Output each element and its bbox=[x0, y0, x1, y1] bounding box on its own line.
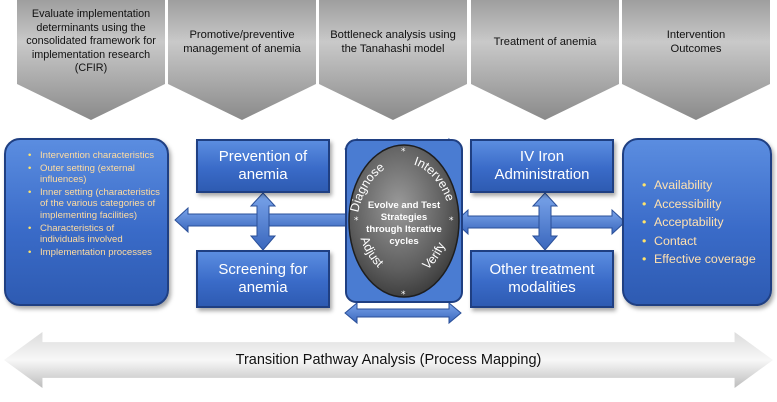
header-treatment-text: Treatment of anemia bbox=[493, 36, 597, 48]
outcomes-box: Availability Accessibility Acceptability… bbox=[622, 138, 772, 306]
prevention-box: Prevention of anemia bbox=[196, 139, 330, 193]
cycle-star: * bbox=[401, 290, 406, 300]
transition-pathway-label: Transition Pathway Analysis (Process Map… bbox=[235, 352, 542, 368]
outcome-item: Availability bbox=[642, 176, 762, 195]
cfir-item: Inner setting (characteristics of the va… bbox=[28, 187, 161, 222]
cfir-item: Intervention characteristics bbox=[28, 150, 161, 162]
header-cfir-text: Evaluate implementation determinants usi… bbox=[26, 8, 156, 75]
arrow-bottom-horizontal bbox=[344, 301, 462, 325]
cycle-ellipse bbox=[348, 144, 460, 298]
cfir-item: Outer setting (external influences) bbox=[28, 163, 161, 186]
cycle-star: * bbox=[449, 216, 454, 226]
cycle-star: * bbox=[354, 216, 359, 226]
outcome-item: Accessibility bbox=[642, 195, 762, 214]
other-treatment-box: Other treatment modalities bbox=[470, 250, 614, 308]
cfir-determinants-box: Intervention characteristics Outer setti… bbox=[4, 138, 169, 306]
cfir-list: Intervention characteristics Outer setti… bbox=[28, 150, 161, 258]
outcomes-list: Availability Accessibility Acceptability… bbox=[642, 176, 762, 269]
iv-iron-box: IV Iron Administration bbox=[470, 139, 614, 193]
cfir-item: Characteristics of individuals involved bbox=[28, 223, 161, 246]
cycle-star: * bbox=[401, 147, 406, 157]
cfir-item: Implementation processes bbox=[28, 247, 161, 259]
outcome-item: Effective coverage bbox=[642, 250, 762, 269]
screening-box: Screening for anemia bbox=[196, 250, 330, 308]
iterative-cycle: Diagnose Intervene Verify Adjust * * * * bbox=[345, 139, 463, 303]
outcome-item: Acceptability bbox=[642, 213, 762, 232]
cycle-center-text: Evolve and Test Strategies through Itera… bbox=[366, 200, 442, 247]
header-bottleneck-text: Bottleneck analysis using the Tanahashi … bbox=[330, 29, 456, 55]
outcome-item: Contact bbox=[642, 232, 762, 251]
header-outcomes-text: Intervention Outcomes bbox=[666, 29, 726, 55]
arrow-left-horizontal bbox=[174, 206, 366, 234]
header-prevention-text: Promotive/preventive management of anemi… bbox=[183, 29, 301, 55]
